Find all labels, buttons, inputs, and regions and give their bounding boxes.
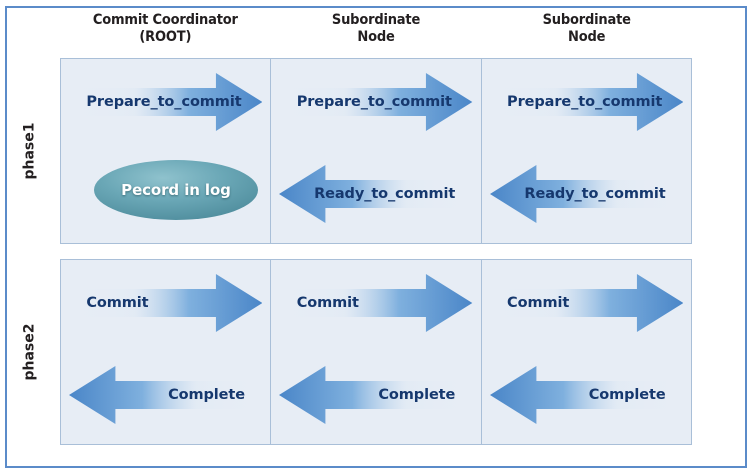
arrow-label: Commit — [507, 295, 570, 311]
arrow-left-icon — [279, 366, 473, 424]
column-header-line2: (ROOT) — [139, 29, 192, 45]
lane-phase1-subordinate-2: Prepare_to_commit Ready_to_commit — [480, 59, 691, 243]
record-in-log-label: Pecord in log — [121, 181, 231, 199]
column-header-coordinator: Commit Coordinator (ROOT) — [60, 8, 271, 54]
message-arrow-ready-to-commit-sub2: Ready_to_commit — [489, 163, 683, 225]
message-arrow-complete-sub1: Complete — [279, 364, 473, 426]
column-headers: Commit Coordinator (ROOT) Subordinate No… — [60, 8, 692, 54]
column-header-subordinate-1: Subordinate Node — [271, 8, 482, 54]
arrow-label: Prepare_to_commit — [507, 94, 663, 110]
arrow-label: Prepare_to_commit — [296, 94, 452, 110]
arrow-label: Complete — [168, 387, 245, 403]
phase-label-phase2: phase2 — [0, 259, 60, 445]
arrow-right-icon — [69, 274, 263, 332]
column-header-line1: Subordinate — [331, 12, 421, 28]
lane-phase1-subordinate-1: Prepare_to_commit — [270, 59, 480, 243]
arrow-right-icon — [489, 73, 683, 131]
arrow-label: Commit — [296, 295, 359, 311]
arrow-right-icon — [69, 73, 263, 131]
phase-panel-phase1: Prepare_to_commit Pecord in log — [60, 58, 692, 244]
message-arrow-ready-to-commit-sub1: Ready_to_commit — [279, 163, 473, 225]
arrow-right-icon — [279, 274, 473, 332]
column-header-line1: Subordinate — [542, 12, 631, 28]
column-header-line2: Node — [357, 29, 395, 45]
column-header-line2: Node — [568, 29, 606, 45]
column-header-line1: Commit Coordinator — [92, 12, 238, 28]
arrow-left-icon — [279, 165, 473, 223]
arrow-left-icon — [69, 366, 263, 424]
lane-phase1-coordinator: Prepare_to_commit Pecord in log — [61, 59, 270, 243]
phase-label-phase1: phase1 — [0, 58, 60, 244]
lane-phase2-coordinator: Commit Complete — [61, 260, 270, 444]
phase-label-text: phase2 — [21, 323, 38, 381]
arrow-label: Complete — [378, 387, 456, 403]
ellipse-shape — [94, 160, 258, 220]
phase-label-text: phase1 — [21, 122, 38, 180]
arrow-label: Ready_to_commit — [314, 186, 456, 202]
message-arrow-commit-sub2: Commit — [489, 272, 683, 334]
arrow-label: Commit — [86, 295, 149, 311]
column-header-subordinate-2: Subordinate Node — [481, 8, 692, 54]
record-in-log-ellipse: Pecord in log — [93, 159, 259, 221]
message-arrow-complete-sub2: Complete — [489, 364, 683, 426]
message-arrow-prepare-to-commit-coordinator: Prepare_to_commit — [69, 71, 263, 133]
phase-panel-phase2: Commit Complete Commit — [60, 259, 692, 445]
arrow-label: Ready_to_commit — [524, 186, 666, 202]
message-arrow-complete-coordinator: Complete — [69, 364, 263, 426]
arrow-left-icon — [489, 165, 683, 223]
arrow-label: Prepare_to_commit — [86, 94, 242, 110]
lane-phase2-subordinate-1: Commit Complete — [270, 260, 480, 444]
message-arrow-commit-coordinator: Commit — [69, 272, 263, 334]
lane-phase2-subordinate-2: Commit Complete — [480, 260, 691, 444]
message-arrow-prepare-to-commit-sub1: Prepare_to_commit — [279, 71, 473, 133]
arrow-label: Complete — [588, 387, 666, 403]
arrow-left-icon — [489, 366, 683, 424]
arrow-right-icon — [279, 73, 473, 131]
message-arrow-commit-sub1: Commit — [279, 272, 473, 334]
arrow-right-icon — [489, 274, 683, 332]
message-arrow-prepare-to-commit-sub2: Prepare_to_commit — [489, 71, 683, 133]
